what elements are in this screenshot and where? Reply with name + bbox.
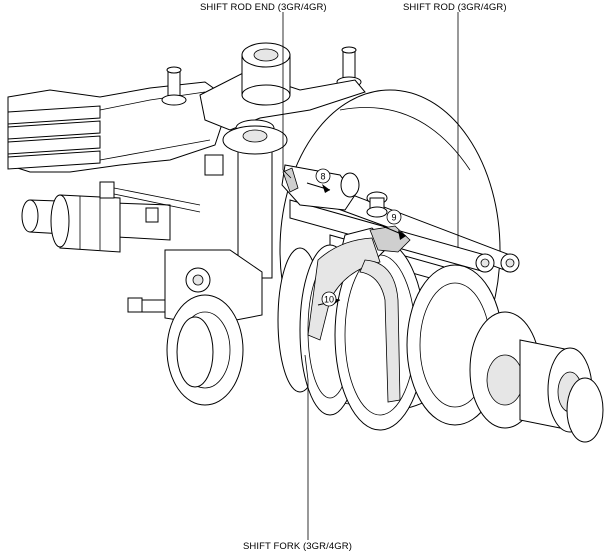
step-marker-9: 9: [386, 209, 402, 225]
output-shaft: [519, 339, 604, 443]
top-bolt-left: [161, 66, 187, 106]
step-number-9: 9: [391, 213, 396, 223]
lower-bracket: [164, 249, 263, 406]
bracket-plate: [7, 81, 231, 173]
side-bolts: [99, 154, 224, 313]
label-shift-fork: SHIFT FORK (3GR/4GR): [243, 541, 352, 552]
leader-lines: [282, 12, 459, 540]
step-number-10: 10: [324, 295, 334, 305]
arrow-icon: [306, 182, 407, 306]
fork-bolt: [366, 191, 388, 218]
label-shift-rod: SHIFT ROD (3GR/4GR): [403, 2, 507, 13]
main-shaft: [21, 194, 171, 253]
step-marker-10: 10: [321, 291, 337, 307]
step-number-8: 8: [320, 172, 325, 182]
select-lever-cylinder: [222, 42, 291, 279]
step-marker-8: 8: [315, 168, 331, 184]
label-shift-rod-end: SHIFT ROD END (3GR/4GR): [200, 2, 327, 13]
synchronizer-gears: [277, 239, 541, 431]
shift-rod-end-block: [281, 164, 360, 211]
